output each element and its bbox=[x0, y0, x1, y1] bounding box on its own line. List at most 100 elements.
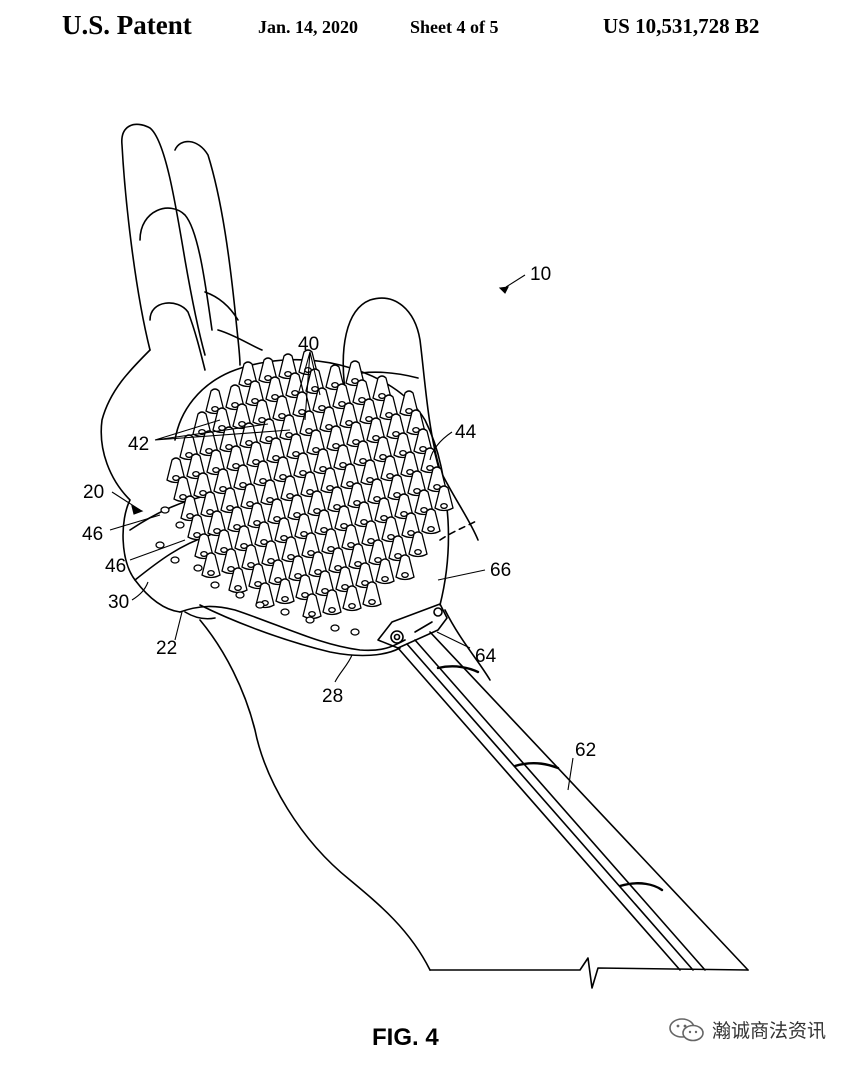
nub bbox=[238, 361, 258, 388]
nub bbox=[386, 413, 406, 440]
nub bbox=[362, 581, 382, 608]
nub-array bbox=[155, 349, 454, 636]
nub bbox=[273, 456, 293, 483]
tube-62 bbox=[397, 647, 681, 971]
nub bbox=[325, 364, 345, 391]
nub bbox=[320, 467, 340, 494]
ref-40: 40 bbox=[298, 334, 319, 355]
nub bbox=[314, 509, 334, 536]
nub bbox=[374, 497, 394, 524]
perforation bbox=[235, 591, 245, 599]
nub bbox=[340, 463, 360, 490]
header-title: U.S. Patent bbox=[62, 10, 192, 40]
nub bbox=[313, 448, 333, 475]
nub bbox=[240, 483, 260, 510]
nub-tip bbox=[308, 610, 316, 618]
nub bbox=[327, 486, 347, 513]
perforation bbox=[155, 541, 165, 549]
nub-tip bbox=[368, 598, 376, 606]
nub bbox=[207, 510, 227, 537]
ref-30: 30 bbox=[108, 592, 129, 613]
nub bbox=[254, 521, 274, 548]
nub bbox=[354, 501, 374, 528]
nub bbox=[278, 353, 298, 380]
nub bbox=[393, 432, 413, 459]
ref-46-lower: 46 bbox=[105, 556, 126, 577]
nub bbox=[274, 517, 294, 544]
nub bbox=[345, 360, 365, 387]
nub bbox=[193, 472, 213, 499]
nub bbox=[332, 383, 352, 410]
nub bbox=[360, 459, 380, 486]
nub bbox=[366, 417, 386, 444]
nub bbox=[260, 479, 280, 506]
nub bbox=[299, 410, 319, 437]
nub bbox=[187, 514, 207, 541]
nub bbox=[258, 357, 278, 384]
nub bbox=[220, 487, 240, 514]
nub bbox=[355, 562, 375, 589]
nub bbox=[281, 536, 301, 563]
nub-tip bbox=[281, 595, 289, 603]
nub bbox=[335, 566, 355, 593]
nub bbox=[173, 476, 193, 503]
nub bbox=[400, 451, 420, 478]
nub bbox=[333, 444, 353, 471]
nub bbox=[286, 433, 306, 460]
nub bbox=[413, 428, 433, 455]
header-patent-number: US 10,531,728 B2 bbox=[603, 14, 760, 38]
nub bbox=[406, 409, 426, 436]
nub bbox=[200, 491, 220, 518]
nub bbox=[199, 430, 219, 457]
nub bbox=[321, 528, 341, 555]
connector-64 bbox=[377, 603, 448, 649]
nub bbox=[213, 468, 233, 495]
nub bbox=[295, 574, 315, 601]
ring-finger bbox=[139, 207, 213, 331]
nub bbox=[234, 525, 254, 552]
nub bbox=[399, 390, 419, 417]
nub bbox=[361, 520, 381, 547]
ref-20: 20 bbox=[83, 482, 104, 503]
nub bbox=[307, 490, 327, 517]
nub bbox=[341, 524, 361, 551]
nub bbox=[373, 436, 393, 463]
nub bbox=[394, 493, 414, 520]
nub bbox=[272, 395, 292, 422]
nub bbox=[301, 532, 321, 559]
nub bbox=[228, 567, 248, 594]
nub-tip bbox=[414, 548, 422, 556]
nub bbox=[201, 552, 221, 579]
watermark-text: 瀚诚商法资讯 bbox=[712, 1020, 827, 1042]
nub bbox=[352, 379, 372, 406]
nub bbox=[319, 406, 339, 433]
nub bbox=[372, 375, 392, 402]
perforation bbox=[170, 556, 180, 564]
nub bbox=[225, 384, 245, 411]
nub bbox=[180, 495, 200, 522]
patent-drawing: 10 40 42 44 20 46 46 30 22 66 64 28 62 bbox=[82, 123, 749, 989]
nub bbox=[245, 380, 265, 407]
nub bbox=[298, 349, 318, 376]
nub-tip bbox=[234, 584, 242, 592]
forearm-left bbox=[199, 619, 431, 971]
ref-66: 66 bbox=[490, 560, 511, 581]
nub bbox=[315, 570, 335, 597]
nub-tip bbox=[401, 571, 409, 579]
nub bbox=[300, 471, 320, 498]
nub bbox=[261, 540, 281, 567]
nub bbox=[348, 543, 368, 570]
nub-tip bbox=[427, 525, 435, 533]
nub bbox=[233, 464, 253, 491]
nub bbox=[247, 502, 267, 529]
nub bbox=[166, 457, 186, 484]
ref-42: 42 bbox=[128, 434, 149, 455]
nub bbox=[194, 533, 214, 560]
watermark: 瀚诚商法资讯 bbox=[668, 1016, 826, 1043]
perforation bbox=[255, 601, 265, 609]
nub bbox=[342, 585, 362, 612]
nub bbox=[267, 498, 287, 525]
nub bbox=[266, 437, 286, 464]
middle-finger bbox=[174, 140, 241, 366]
figure-label: FIG. 4 bbox=[372, 1024, 439, 1051]
